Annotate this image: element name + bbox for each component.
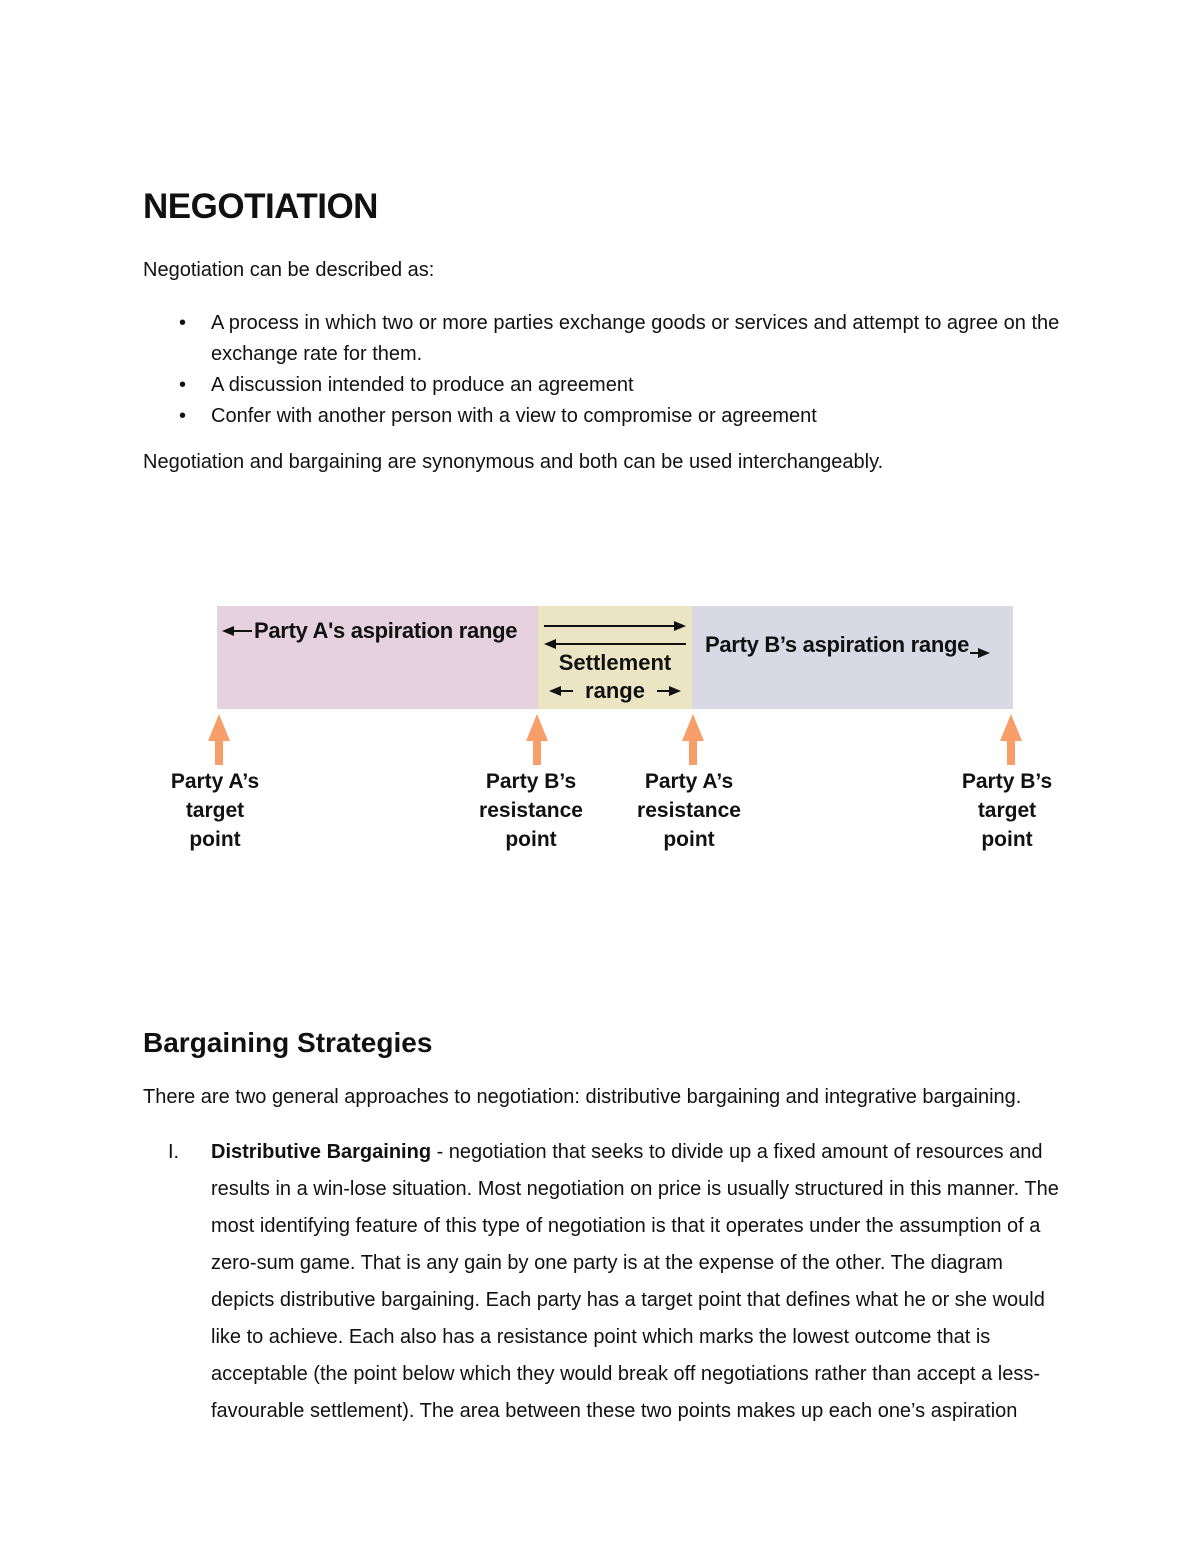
range-left-arrow-icon <box>549 686 574 696</box>
point-label-line: Party B’s <box>961 770 1053 793</box>
up-arrow-icon <box>525 714 549 765</box>
bargaining-bar: Party A's aspiration range Settlement ra… <box>217 606 1013 709</box>
left-arrow-icon <box>222 626 252 636</box>
point-label-line: point <box>981 828 1033 851</box>
range-label: range <box>585 678 645 703</box>
settlement-section: Settlement range <box>538 606 692 709</box>
point-label-line: Party A’s <box>644 770 734 793</box>
distributive-paragraph: Distributive Bargaining - negotiation th… <box>211 1134 1068 1430</box>
up-arrow-icon <box>999 714 1023 765</box>
bullet-icon: • <box>179 374 187 396</box>
list-item: • A process in which two or more parties… <box>143 308 1083 370</box>
settlement-right-arrow-icon <box>544 621 686 631</box>
bullet-text: Confer with another person with a view t… <box>211 405 817 427</box>
approaches-paragraph: There are two general approaches to nego… <box>143 1086 1022 1108</box>
point-label-line: target <box>185 799 245 822</box>
bullet-icon: • <box>179 312 187 334</box>
section-heading: Bargaining Strategies <box>143 1027 433 1058</box>
intro-paragraph: Negotiation can be described as: <box>143 259 435 281</box>
party-b-aspiration-section: Party B’s aspiration range <box>692 606 1013 709</box>
list-item: • Confer with another person with a view… <box>143 401 1083 432</box>
settlement-label: Settlement <box>558 650 672 675</box>
page-title: NEGOTIATION <box>143 187 378 226</box>
list-number: I. <box>168 1141 180 1163</box>
point-label: Party A’s resistance point <box>609 767 769 854</box>
party-a-range-label: Party A's aspiration range <box>254 618 518 643</box>
party-a-aspiration-section: Party A's aspiration range <box>217 606 538 709</box>
up-arrow-icon <box>681 714 705 765</box>
point-label-line: resistance <box>479 799 583 822</box>
right-arrow-icon <box>970 648 991 658</box>
point-label-line: point <box>663 828 715 851</box>
point-label-line: point <box>505 828 557 851</box>
bullet-icon: • <box>179 405 187 427</box>
point-label-line: resistance <box>637 799 741 822</box>
bullet-text: A discussion intended to produce an agre… <box>211 374 634 396</box>
party-b-range-label: Party B’s aspiration range <box>705 632 970 657</box>
bullet-list: • A process in which two or more parties… <box>143 308 1083 432</box>
distributive-term: Distributive Bargaining <box>211 1141 432 1163</box>
point-label-line: Party A’s <box>170 770 260 793</box>
point-label-line: point <box>189 828 241 851</box>
point-label: Party B’s target point <box>927 767 1087 854</box>
range-right-arrow-icon <box>656 686 681 696</box>
point-label: Party B’s resistance point <box>451 767 611 854</box>
list-item: • A discussion intended to produce an ag… <box>143 370 1083 401</box>
bullet-text: A process in which two or more parties e… <box>211 312 1060 365</box>
point-label: Party A’s target point <box>135 767 295 854</box>
point-label-line: Party B’s <box>485 770 577 793</box>
numbered-list-item: I. Distributive Bargaining - negotiation… <box>168 1134 1068 1430</box>
settlement-left-arrow-icon <box>544 639 686 649</box>
distributive-body: - negotiation that seeks to divide up a … <box>211 1141 1059 1422</box>
point-label-line: target <box>977 799 1037 822</box>
up-arrow-icon <box>207 714 231 765</box>
synonym-paragraph: Negotiation and bargaining are synonymou… <box>143 451 884 473</box>
